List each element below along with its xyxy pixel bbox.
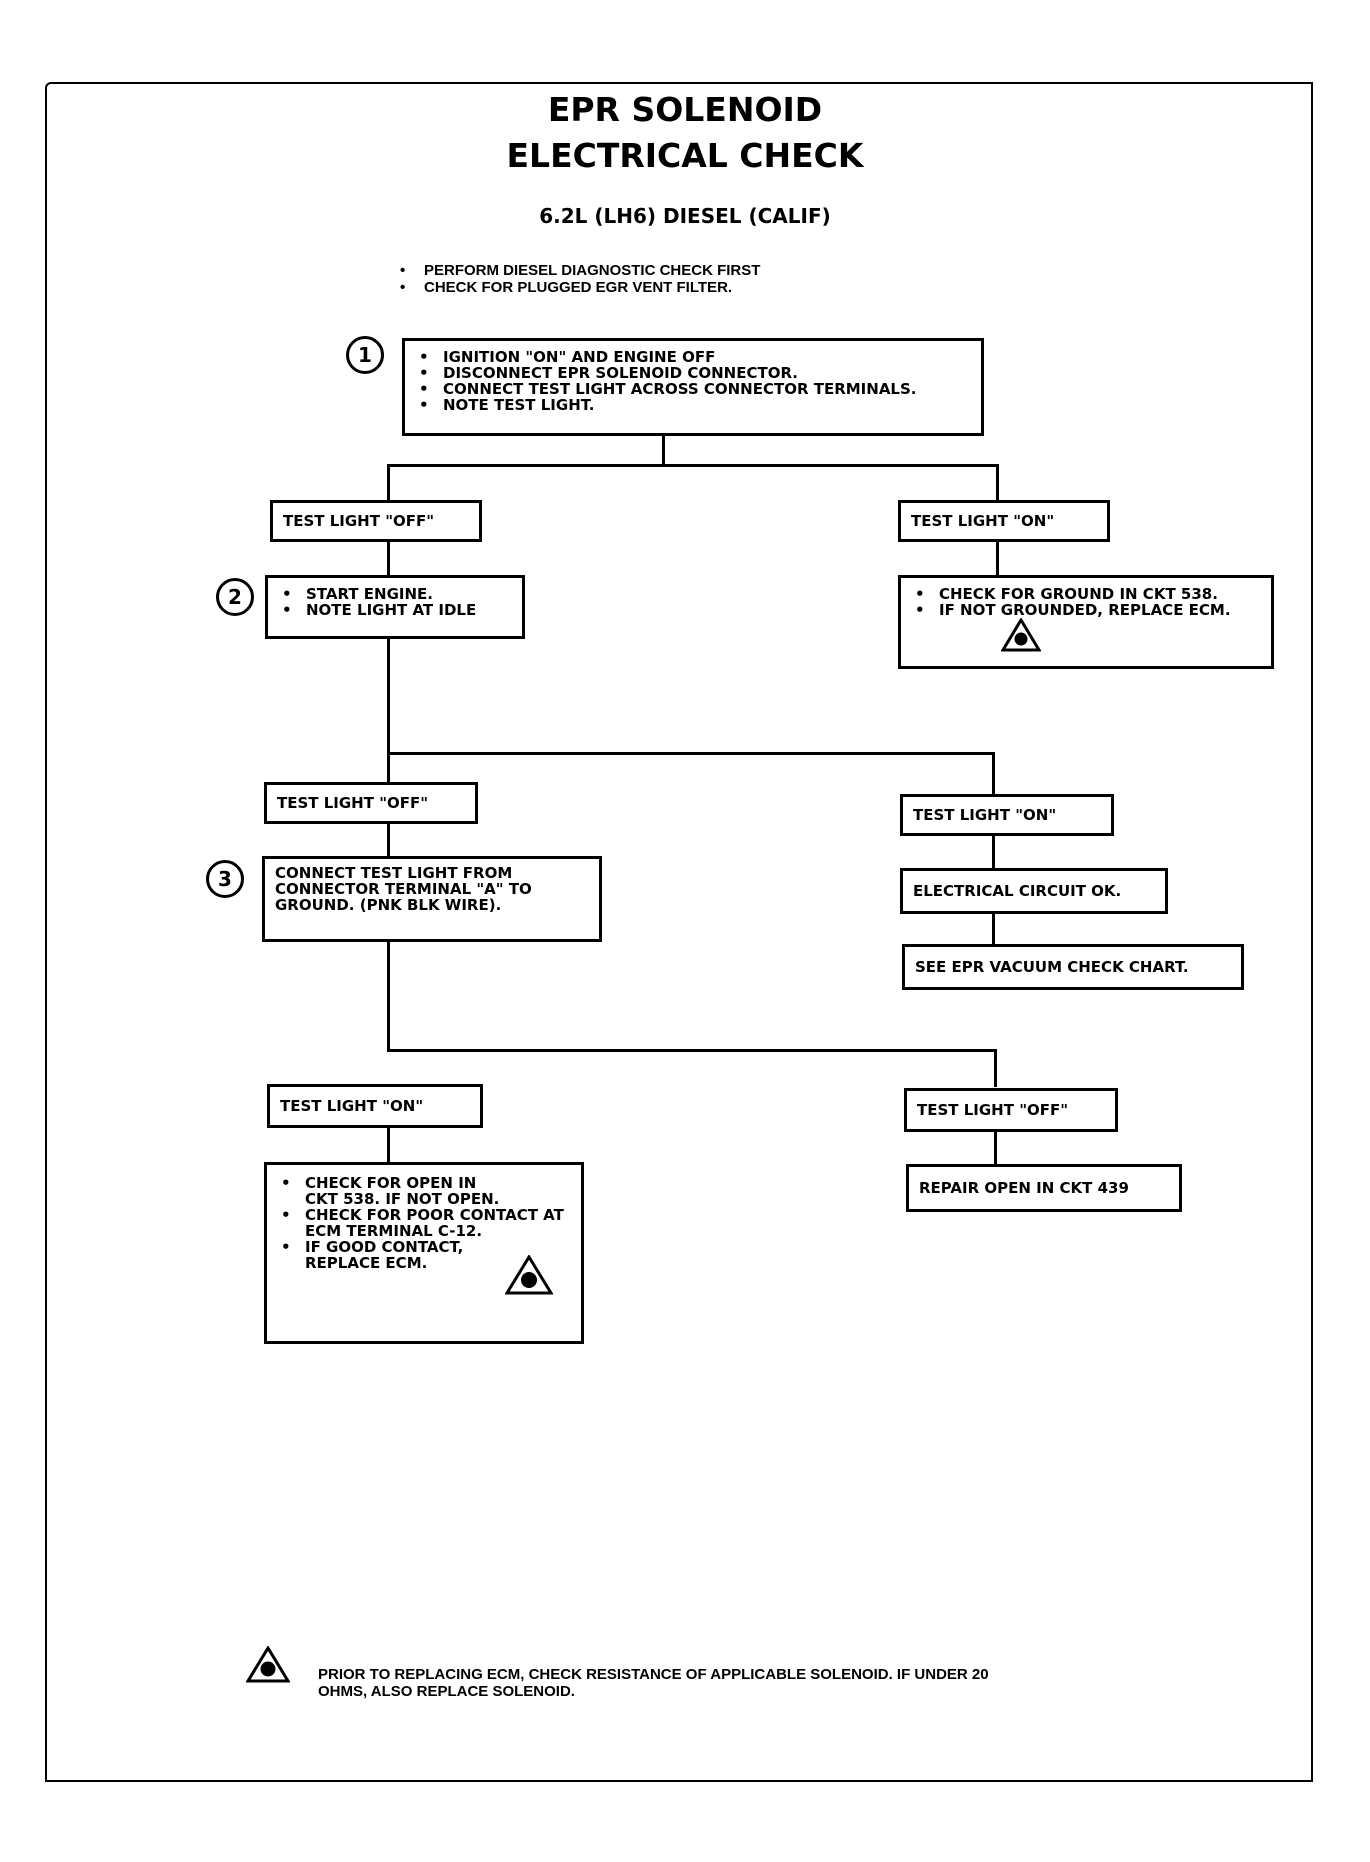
connector-line — [662, 436, 665, 466]
warning-triangle-icon — [1001, 618, 1041, 652]
vacuum-chart-box: SEE EPR VACUUM CHECK CHART. — [902, 944, 1244, 990]
circuit-ok-box: ELECTRICAL CIRCUIT OK. — [900, 868, 1168, 914]
step1-box: IGNITION "ON" AND ENGINE OFF DISCONNECT … — [402, 338, 984, 436]
warning-triangle-icon — [505, 1255, 553, 1295]
test-light-on-label: TEST LIGHT "ON" — [898, 500, 1110, 542]
step1-item: DISCONNECT EPR SOLENOID CONNECTOR. — [419, 365, 975, 381]
step3-text: CONNECT TEST LIGHT FROM CONNECTOR TERMIN… — [275, 864, 532, 914]
step2-item: START ENGINE. — [282, 586, 516, 602]
connector-line — [387, 1124, 390, 1162]
connector-line — [387, 752, 995, 755]
warning-triangle-icon — [246, 1646, 290, 1683]
step1-item: CONNECT TEST LIGHT ACROSS CONNECTOR TERM… — [419, 381, 975, 397]
open-check-item: IF GOOD CONTACT, REPLACE ECM. — [281, 1239, 485, 1271]
connector-line — [387, 1049, 997, 1052]
test-light-off-label: TEST LIGHT "OFF" — [904, 1088, 1118, 1132]
ground-check-box: CHECK FOR GROUND IN CKT 538. IF NOT GROU… — [898, 575, 1274, 669]
open-check-box: CHECK FOR OPEN IN CKT 538. IF NOT OPEN. … — [264, 1162, 584, 1344]
precondition-item: PERFORM DIESEL DIAGNOSTIC CHECK FIRST — [400, 262, 760, 279]
connector-line — [992, 912, 995, 948]
footnote-text: PRIOR TO REPLACING ECM, CHECK RESISTANCE… — [318, 1666, 989, 1700]
connector-line — [387, 464, 390, 502]
test-light-on-label: TEST LIGHT "ON" — [900, 794, 1114, 836]
step2-box: START ENGINE. NOTE LIGHT AT IDLE — [265, 575, 525, 639]
connector-line — [994, 1128, 997, 1166]
page-title: EPR SOLENOID — [547, 90, 823, 129]
test-light-off-label: TEST LIGHT "OFF" — [264, 782, 478, 824]
connector-line — [387, 938, 390, 1052]
page-title-line2: ELECTRICAL CHECK — [506, 136, 864, 175]
step-number-1: 1 — [346, 336, 384, 374]
connector-line — [996, 464, 999, 502]
connector-line — [994, 1049, 997, 1087]
connector-line — [387, 540, 390, 576]
connector-line — [387, 464, 999, 467]
connector-line — [992, 752, 995, 796]
open-check-item: CHECK FOR OPEN IN CKT 538. IF NOT OPEN. — [281, 1175, 505, 1207]
connector-line — [992, 834, 995, 870]
page-subtitle: 6.2L (LH6) DIESEL (CALIF) — [539, 204, 831, 228]
page-border — [45, 82, 1313, 1782]
precondition-list: PERFORM DIESEL DIAGNOSTIC CHECK FIRST CH… — [400, 262, 760, 296]
test-light-on-label: TEST LIGHT "ON" — [267, 1084, 483, 1128]
step-number-3: 3 — [206, 860, 244, 898]
step-number-2: 2 — [216, 578, 254, 616]
ground-check-item: IF NOT GROUNDED, REPLACE ECM. — [915, 602, 1265, 618]
connector-line — [387, 818, 390, 856]
repair-open-box: REPAIR OPEN IN CKT 439 — [906, 1164, 1182, 1212]
step2-item: NOTE LIGHT AT IDLE — [282, 602, 516, 618]
precondition-item: CHECK FOR PLUGGED EGR VENT FILTER. — [400, 279, 760, 296]
connector-line — [387, 638, 390, 786]
step3-box: CONNECT TEST LIGHT FROM CONNECTOR TERMIN… — [262, 856, 602, 942]
test-light-off-label: TEST LIGHT "OFF" — [270, 500, 482, 542]
step1-item: NOTE TEST LIGHT. — [419, 397, 975, 413]
ground-check-item: CHECK FOR GROUND IN CKT 538. — [915, 586, 1265, 602]
step1-item: IGNITION "ON" AND ENGINE OFF — [419, 349, 975, 365]
connector-line — [996, 540, 999, 576]
open-check-item: CHECK FOR POOR CONTACT AT ECM TERMINAL C… — [281, 1207, 575, 1239]
